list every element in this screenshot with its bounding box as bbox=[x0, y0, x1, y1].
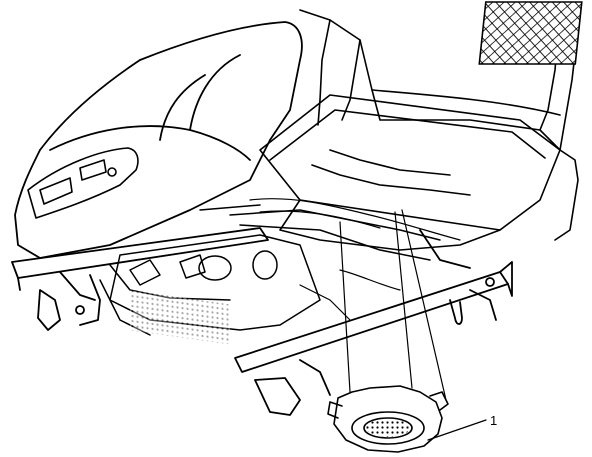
side-trim-panel bbox=[14, 21, 303, 259]
seat-track-right bbox=[234, 229, 513, 416]
seat-track-left bbox=[11, 227, 269, 331]
callout-1-leader bbox=[427, 419, 487, 441]
callout-1-label: 1 bbox=[490, 413, 497, 428]
wiring-harness bbox=[249, 198, 461, 321]
component-1-grille bbox=[366, 419, 410, 437]
seat-back bbox=[299, 9, 581, 241]
installation-guide-lines bbox=[339, 209, 447, 401]
seat-switch-panel bbox=[27, 147, 139, 219]
headrest-mesh bbox=[478, 1, 583, 65]
motor-grille bbox=[130, 290, 230, 345]
seat-cushion-frame bbox=[259, 94, 561, 251]
